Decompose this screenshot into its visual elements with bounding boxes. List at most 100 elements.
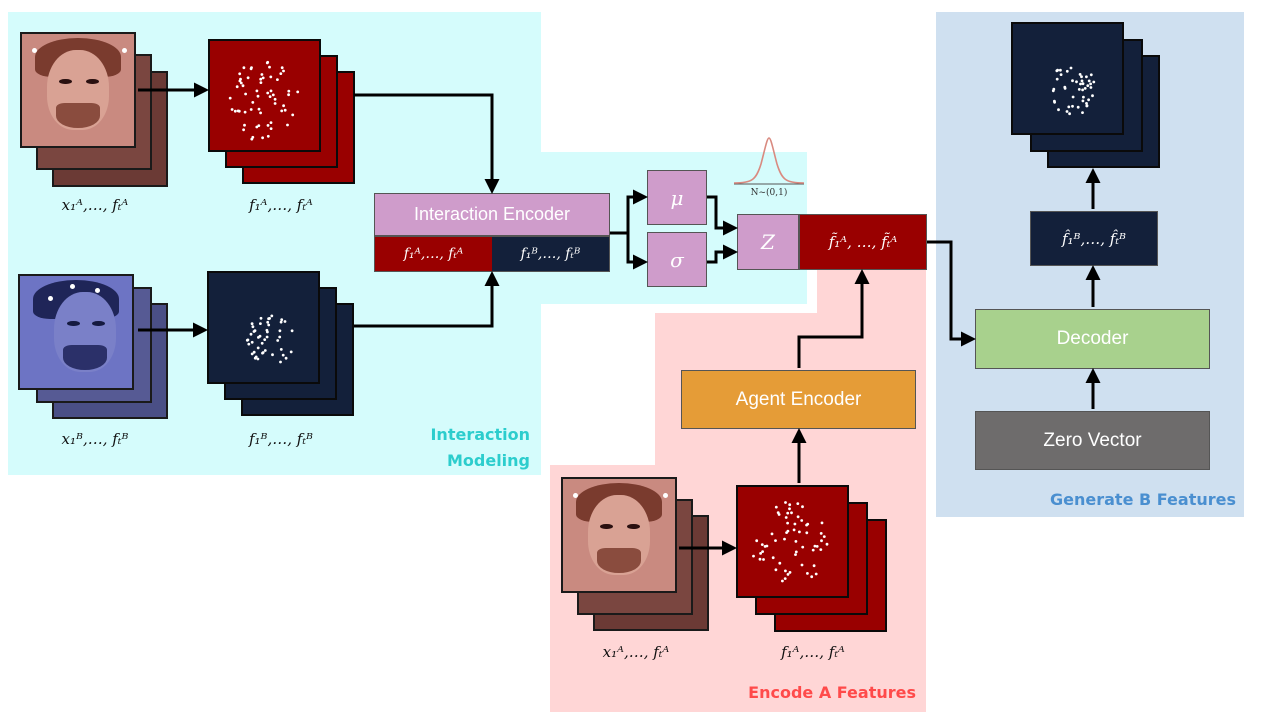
landmark-dot	[1081, 111, 1084, 114]
landmark-dot	[1089, 82, 1092, 86]
encode-a-label: Encode A Features	[748, 683, 916, 702]
predicted-b-text: f̂₁ᴮ,…, f̂ₜᴮ	[1061, 229, 1126, 248]
encoder-input-a-text: f₁ᴬ,…, fₜᴬ	[403, 246, 464, 262]
landmark-dot	[781, 579, 784, 583]
landmark-dot	[752, 554, 755, 558]
landmark-dot	[242, 128, 246, 132]
zero-vector-block[interactable]: Zero Vector	[975, 411, 1210, 470]
landmark-dot	[296, 90, 300, 94]
predicted-a-text: f̃₁ᴬ, …, f̃ₜᴬ	[828, 233, 898, 251]
encoder-input-b: f₁ᴮ,…, fₜᴮ	[492, 236, 610, 272]
landmark-dot	[1055, 77, 1059, 81]
landmark-dot	[266, 91, 270, 95]
landmark-dot	[271, 93, 275, 97]
landmark-dot	[1089, 86, 1093, 89]
landmark-dot	[812, 564, 816, 568]
landmark-dot	[269, 89, 273, 93]
zero-vector-label: Zero Vector	[1043, 429, 1142, 451]
landmark-dot	[237, 109, 241, 113]
landmark-dot	[258, 334, 262, 338]
landmark-dot	[801, 505, 804, 509]
landmark-dot	[771, 556, 775, 560]
sigma-block[interactable]: σ	[647, 232, 707, 287]
landmark-dot	[251, 101, 255, 104]
landmark-dot	[1082, 95, 1085, 99]
landmark-dot	[259, 316, 263, 320]
decoder-block[interactable]: Decoder	[975, 309, 1210, 369]
landmark-dot	[1071, 79, 1074, 83]
landmark-dot	[792, 528, 796, 532]
caption-x-b: x₁ᴮ,…, fₜᴮ	[61, 430, 129, 448]
landmark-dot	[266, 124, 270, 127]
landmark-dot	[291, 113, 295, 117]
landmark-dot	[268, 65, 271, 69]
landmark-dot	[806, 572, 809, 575]
landmark-dot	[269, 75, 273, 79]
interaction-label-line1: Interaction	[430, 425, 530, 444]
landmark-dot	[814, 572, 818, 576]
landmark-dot	[813, 544, 817, 548]
landmark-dot	[246, 338, 250, 342]
landmark-dot	[1071, 104, 1074, 108]
landmark-dot	[256, 357, 260, 361]
landmark-dot	[1071, 95, 1075, 99]
encoder-input-a: f₁ᴬ,…, fₜᴬ	[374, 236, 492, 272]
landmark-dot	[257, 124, 261, 127]
landmark-dot	[243, 123, 246, 127]
landmark-dot	[250, 340, 254, 344]
landmark-dot	[278, 329, 282, 333]
landmark-dot	[1077, 88, 1081, 91]
landmark-dot	[759, 552, 762, 555]
landmark-dot	[761, 550, 764, 553]
landmark-dot	[794, 550, 798, 554]
landmark-dot	[280, 66, 284, 70]
landmark-dot	[283, 108, 287, 112]
feature-a-panel	[208, 39, 321, 152]
landmark-dot	[244, 92, 248, 96]
landmark-dot	[1085, 102, 1088, 105]
landmark-dot	[819, 532, 823, 535]
landmark-dot	[784, 501, 787, 504]
interaction-label-line2: Modeling	[446, 451, 530, 470]
landmark-dot	[246, 76, 250, 80]
mu-label: μ	[670, 185, 684, 210]
mu-block[interactable]: μ	[647, 170, 707, 225]
landmark-dot	[819, 548, 823, 551]
landmark-dot	[289, 350, 293, 354]
arrow-sigma-to-z	[707, 244, 738, 264]
landmark-dot	[788, 503, 792, 507]
landmark-dot	[788, 571, 792, 574]
landmark-dot	[786, 511, 790, 515]
landmark-dot	[810, 575, 814, 579]
landmark-dot	[261, 76, 265, 80]
landmark-dot	[796, 515, 800, 519]
landmark-dot	[267, 323, 271, 327]
landmark-dot	[249, 67, 253, 71]
landmarks-output-b	[1051, 66, 1096, 116]
z-label: Z	[761, 230, 775, 254]
landmark-dot	[820, 521, 824, 525]
landmark-dot	[283, 320, 287, 323]
interaction-modeling-label: Interaction Modeling	[400, 422, 530, 474]
landmark-dot	[820, 539, 823, 543]
landmark-dot	[790, 511, 793, 515]
decoder-label: Decoder	[1056, 328, 1129, 349]
landmark-dot	[241, 84, 245, 88]
landmark-dot	[255, 89, 259, 93]
caption-x-a-top: x₁ᴬ,…, fₜᴬ	[61, 196, 129, 214]
caption-f-a-top: f₁ᴬ,…, fₜᴬ	[249, 196, 313, 214]
landmark-dot	[762, 558, 765, 561]
encoder-input-b-text: f₁ᴮ,…, fₜᴮ	[520, 246, 581, 262]
landmark-dot	[268, 95, 272, 98]
landmark-dot	[279, 348, 283, 351]
landmark-dot	[279, 320, 283, 324]
landmark-dot	[784, 569, 787, 573]
z-block[interactable]: Z	[737, 214, 799, 270]
landmark-dot	[266, 60, 270, 64]
landmark-dot	[778, 561, 782, 565]
landmark-dot	[249, 108, 253, 111]
landmark-dot	[800, 519, 804, 522]
landmarks-a-bottom	[752, 501, 829, 583]
output-b-panel	[1011, 22, 1124, 135]
